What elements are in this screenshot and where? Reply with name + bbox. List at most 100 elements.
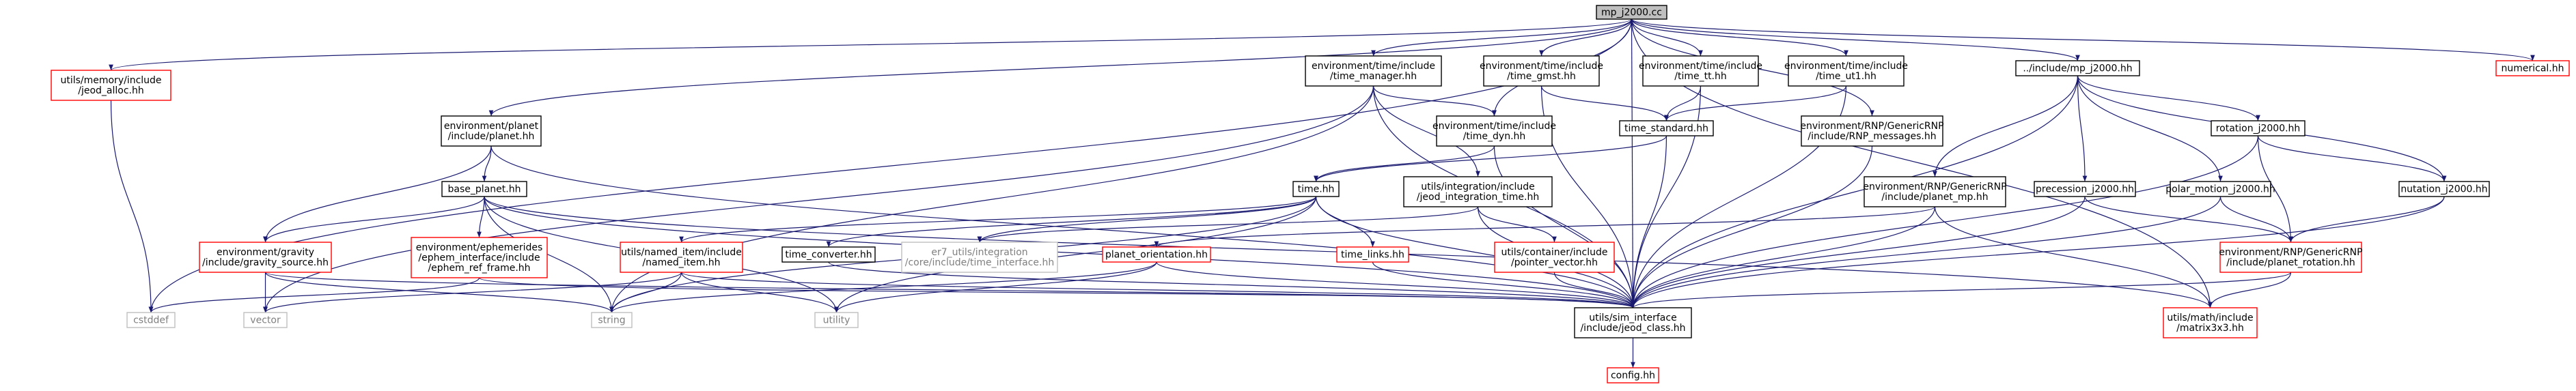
node-label: nutation_j2000.hh bbox=[2400, 184, 2487, 195]
node-box bbox=[1574, 307, 1692, 338]
node-jeod_class[interactable]: utils/sim_interface/include/jeod_class.h… bbox=[1574, 307, 1692, 338]
edge-time_gmst-to-time_standard bbox=[1540, 85, 1669, 121]
edge-mp_j2000_hh-to-jeod_class bbox=[1631, 75, 2079, 308]
node-base_planet[interactable]: base_planet.hh bbox=[441, 181, 527, 197]
node-label: environment/ephemerides bbox=[416, 242, 543, 253]
node-planet_rotation[interactable]: environment/RNP/GenericRNP/include/plane… bbox=[2219, 242, 2363, 273]
node-label: environment/planet bbox=[444, 121, 539, 132]
node-time_dyn[interactable]: environment/time/include/time_dyn.hh bbox=[1432, 115, 1556, 147]
node-box bbox=[1801, 115, 1943, 147]
edge-base_planet-to-gravity_source bbox=[263, 196, 485, 243]
edge-named_item-to-jeod_class bbox=[680, 272, 1635, 308]
edge-polar_motion_j2000-to-planet_rotation bbox=[2219, 196, 2293, 243]
node-jeod_alloc[interactable]: utils/memory/include/jeod_alloc.hh bbox=[51, 70, 171, 101]
node-named_item[interactable]: utils/named_item/include/named_item.hh bbox=[620, 242, 743, 273]
node-time_tt[interactable]: environment/time/include/time_tt.hh bbox=[1639, 55, 1762, 87]
node-box bbox=[243, 312, 288, 328]
edge-time_standard-to-jeod_class bbox=[1631, 135, 1667, 308]
node-time_links[interactable]: time_links.hh bbox=[1336, 246, 1409, 263]
node-label: utils/math/include bbox=[2167, 313, 2253, 323]
node-box bbox=[901, 242, 1058, 273]
node-precession_j2000[interactable]: precession_j2000.hh bbox=[2034, 181, 2136, 197]
node-box bbox=[411, 237, 548, 278]
node-vector: vector bbox=[243, 312, 288, 328]
edge-time_ut1-to-time_standard bbox=[1664, 85, 1847, 121]
node-label: environment/time/include bbox=[1480, 61, 1603, 72]
node-rnp_messages[interactable]: environment/RNP/GenericRNP/include/RNP_m… bbox=[1800, 115, 1944, 147]
node-planet_hh[interactable]: environment/planet/include/planet.hh bbox=[441, 115, 542, 147]
node-box bbox=[2495, 60, 2570, 76]
node-time_interface: er7_utils/integration/core/include/time_… bbox=[901, 242, 1058, 273]
node-label: /named_item.hh bbox=[642, 257, 720, 268]
node-numerical[interactable]: numerical.hh bbox=[2495, 60, 2570, 76]
edge-ephem_ref_frame-to-jeod_class bbox=[478, 277, 1635, 308]
node-time_converter[interactable]: time_converter.hh bbox=[781, 246, 876, 263]
node-label: utility bbox=[823, 315, 850, 326]
edge-time_hh-to-named_item bbox=[679, 196, 1317, 243]
node-label: utils/memory/include bbox=[60, 75, 161, 86]
node-label: string bbox=[598, 315, 625, 326]
node-box bbox=[620, 242, 743, 273]
node-rotation_j2000[interactable]: rotation_j2000.hh bbox=[2211, 120, 2305, 136]
edge-root-to-jeod_alloc bbox=[109, 18, 1633, 71]
node-label: utils/container/include bbox=[1501, 247, 1608, 258]
node-layer: mp_j2000.cc utils/memory/include/jeod_all… bbox=[51, 5, 2570, 383]
node-label: environment/gravity bbox=[217, 247, 314, 258]
node-ephem_ref_frame[interactable]: environment/ephemerides/ephem_interface/… bbox=[411, 237, 548, 278]
node-nutation_j2000[interactable]: nutation_j2000.hh bbox=[2398, 181, 2490, 197]
node-label: /include/RNP_messages.hh bbox=[1808, 131, 1936, 142]
edge-time_manager-to-vector bbox=[263, 85, 1374, 313]
node-time_ut1[interactable]: environment/time/include/time_ut1.hh bbox=[1784, 55, 1908, 87]
node-label: time_converter.hh bbox=[785, 250, 872, 261]
node-label: environment/RNP/GenericRNP bbox=[1863, 182, 2006, 192]
node-box bbox=[1483, 55, 1600, 87]
node-jeod_integration_time[interactable]: utils/integration/include/jeod_integrati… bbox=[1403, 176, 1553, 207]
edge-planet_hh-to-base_planet bbox=[482, 145, 492, 182]
node-box bbox=[441, 181, 527, 197]
node-box bbox=[2170, 181, 2271, 197]
edge-time_hh-to-time_interface bbox=[977, 196, 1317, 243]
node-box bbox=[814, 312, 859, 328]
edge-jeod_alloc-to-cstddef bbox=[110, 100, 154, 313]
node-root[interactable]: mp_j2000.cc bbox=[1596, 5, 1667, 20]
node-label: numerical.hh bbox=[2501, 63, 2564, 74]
edge-planet_orientation-to-utility bbox=[834, 261, 1157, 313]
node-time_hh[interactable]: time.hh bbox=[1292, 181, 1340, 197]
node-box bbox=[781, 246, 876, 263]
edge-root-to-jeod_class bbox=[1631, 18, 1635, 308]
node-box bbox=[2015, 60, 2140, 76]
node-pointer_vector[interactable]: utils/container/include/pointer_vector.h… bbox=[1494, 242, 1615, 273]
node-box bbox=[1494, 242, 1615, 273]
node-label: utils/named_item/include bbox=[621, 247, 742, 258]
node-label: environment/RNP/GenericRNP bbox=[1800, 121, 1943, 132]
edge-planet_hh-to-jeod_class bbox=[490, 145, 1635, 308]
node-mp_j2000_hh[interactable]: ../include/mp_j2000.hh bbox=[2015, 60, 2140, 76]
edge-time_hh-to-jeod_class bbox=[1315, 196, 1635, 308]
node-polar_motion_j2000[interactable]: polar_motion_j2000.hh bbox=[2165, 181, 2275, 197]
node-planet_orientation[interactable]: planet_orientation.hh bbox=[1102, 246, 1211, 263]
node-label: /include/gravity_source.hh bbox=[202, 257, 329, 268]
node-box bbox=[1788, 55, 1905, 87]
edge-named_item-to-vector bbox=[263, 272, 682, 313]
node-matrix3x3[interactable]: utils/math/include/matrix3x3.hh bbox=[2163, 307, 2258, 338]
edge-pointer_vector-to-jeod_class bbox=[1553, 272, 1635, 308]
node-time_manager[interactable]: environment/time/include/time_manager.hh bbox=[1305, 55, 1442, 87]
node-label: /include/planet_rotation.hh bbox=[2226, 257, 2355, 268]
node-time_gmst[interactable]: environment/time/include/time_gmst.hh bbox=[1480, 55, 1603, 87]
node-planet_mp[interactable]: environment/RNP/GenericRNP/include/plane… bbox=[1863, 176, 2007, 207]
node-box bbox=[2219, 242, 2362, 273]
node-box bbox=[199, 242, 332, 273]
node-cstddef: cstddef bbox=[126, 312, 176, 328]
node-time_standard[interactable]: time_standard.hh bbox=[1619, 120, 1714, 136]
node-label: time_standard.hh bbox=[1624, 124, 1708, 134]
node-label: vector bbox=[250, 315, 281, 326]
edge-planet_rotation-to-jeod_class bbox=[1631, 272, 2292, 308]
edge-precession_j2000-to-jeod_class bbox=[1631, 196, 2086, 308]
edge-time_hh-to-time_converter bbox=[826, 196, 1317, 248]
node-box bbox=[1596, 5, 1667, 20]
node-config[interactable]: config.hh bbox=[1607, 367, 1659, 383]
edge-nutation_j2000-to-jeod_class bbox=[1631, 196, 2445, 308]
node-gravity_source[interactable]: environment/gravity/include/gravity_sour… bbox=[199, 242, 332, 273]
node-label: time_links.hh bbox=[1341, 250, 1404, 261]
edge-time_manager-to-jeod_integration_time bbox=[1372, 85, 1480, 177]
